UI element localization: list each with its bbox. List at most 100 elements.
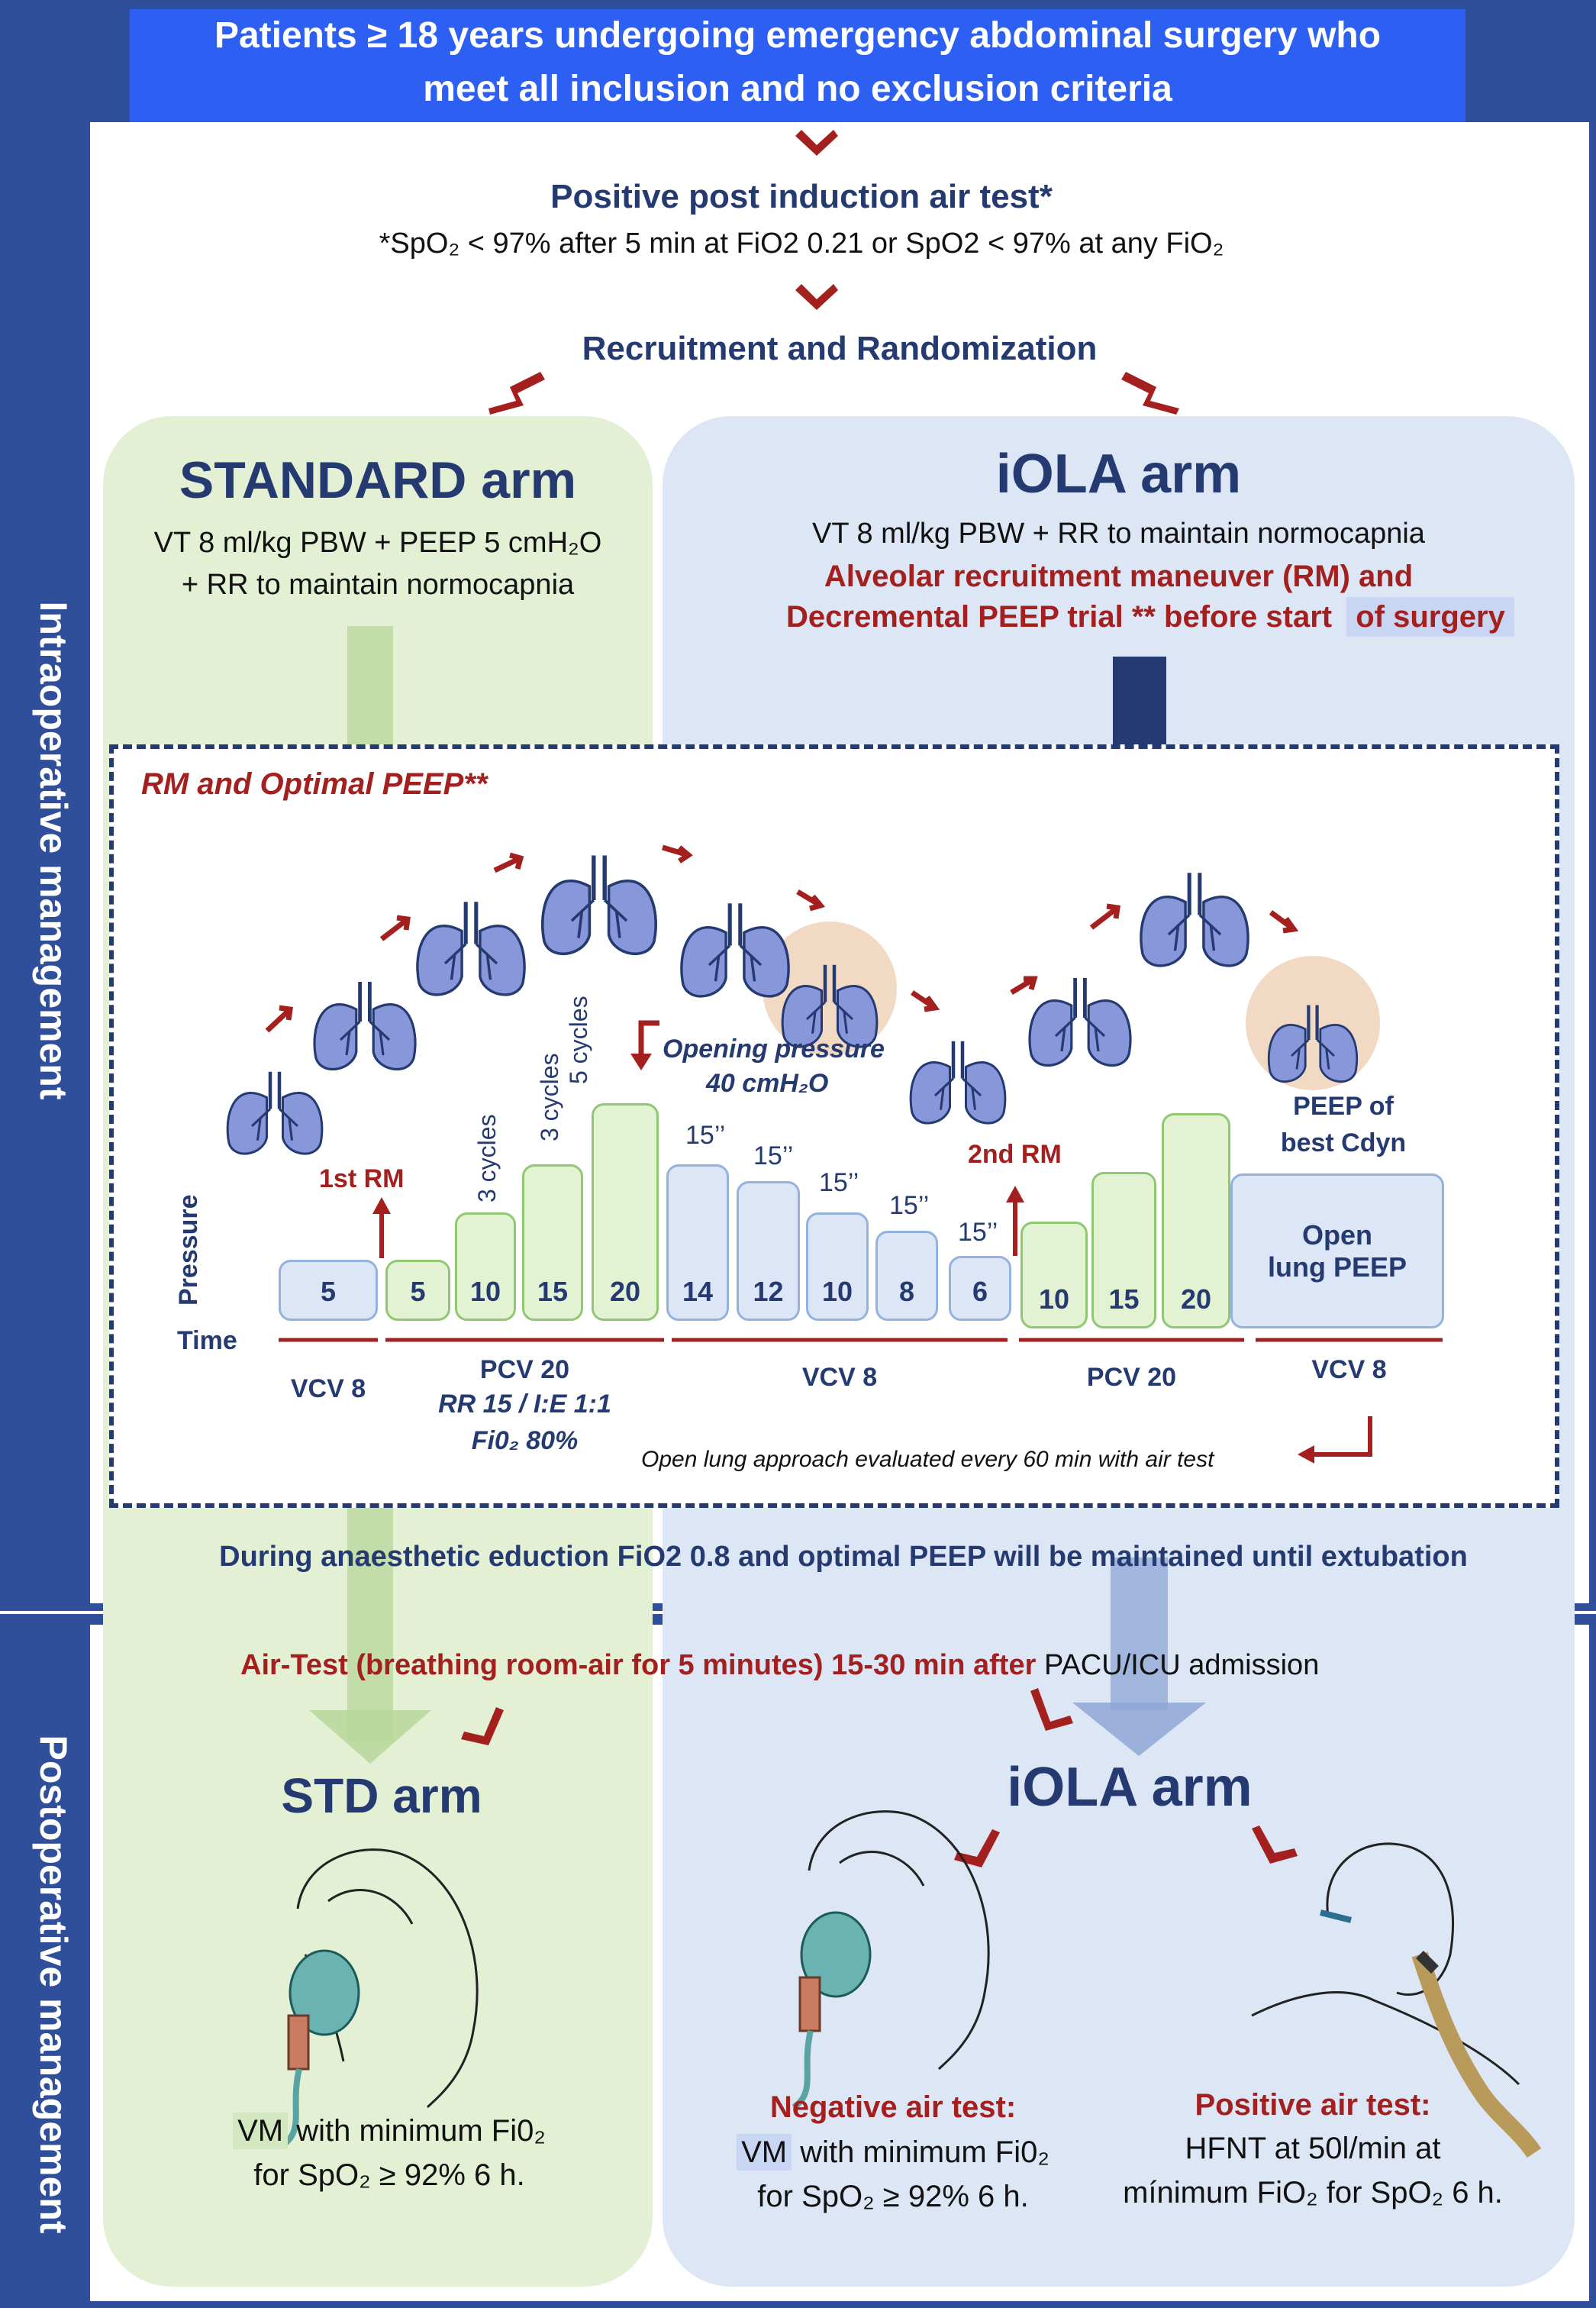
pos-text: HFNT at 50l/min at mínimum FiO₂ for SpO₂… [1084, 2126, 1542, 2215]
iola-arm-line3b: of surgery [1346, 597, 1514, 637]
postop-airtest-black: PACU/ICU admission [1043, 1649, 1320, 1681]
header-box: Patients ≥ 18 years undergoing emergency… [130, 9, 1465, 122]
second-rm-head [1006, 1186, 1024, 1202]
first-rm-label: 1st RM [319, 1164, 405, 1193]
arrow-right-branch [1121, 372, 1179, 415]
pcv-note-1: RR 15 / I:E 1:1 [438, 1390, 611, 1419]
iola-arm-line1: VT 8 ml/kg PBW + RR to maintain normocap… [812, 518, 1425, 550]
lung-arrow-9 [1269, 910, 1299, 934]
first-rm-head [372, 1197, 391, 1214]
arrow-left-branch [488, 372, 545, 415]
air-test-note: *SpO₂ < 97% after 5 min at FiO2 0.21 or … [379, 228, 1224, 260]
phase-label-2: PCV 20 [479, 1355, 570, 1384]
mask-patient-neg [792, 1810, 990, 2110]
opening-pressure-arrow [638, 1020, 659, 1054]
eval-return-head [1298, 1445, 1314, 1464]
header-line-1: Patients ≥ 18 years undergoing emergency… [214, 15, 1382, 56]
rm-box-title: RM and Optimal PEEP** [141, 767, 488, 801]
std-post-title: STD arm [281, 1768, 482, 1823]
arrow-std-post [461, 1707, 504, 1745]
pressure-bar: 12 [737, 1181, 800, 1321]
pressure-bar: 20 [1162, 1113, 1230, 1328]
neg-text: VM with minimum Fi0₂ for SpO₂ ≥ 92% 6 h. [687, 2130, 1099, 2219]
eval-return-arrow [1313, 1416, 1372, 1457]
iola-arm-line3: Decremental PEEP trial ** before start o… [786, 597, 1549, 637]
phase-label-3: VCV 8 [801, 1363, 878, 1392]
pressure-bar: 20 [592, 1103, 659, 1321]
header-line-2: meet all inclusion and no exclusion crit… [423, 69, 1172, 109]
standard-arm-title: STANDARD arm [179, 451, 577, 509]
postop-airtest: Air-Test (breathing room-air for 5 minut… [240, 1649, 1319, 1682]
peep-best-line2: best Cdyn [1280, 1128, 1407, 1157]
pressure-bar: 15 [522, 1164, 583, 1321]
pos-line1: HFNT at 50l/min at [1185, 2132, 1441, 2165]
arrow-down-2 [795, 284, 838, 310]
lung-arrow-1 [265, 1005, 293, 1033]
opening-pressure-line2: 40 cmH₂O [706, 1069, 829, 1098]
arrow-down-1 [795, 130, 838, 156]
secs-label-4: 15’’ [889, 1191, 930, 1220]
iola-post-head [1072, 1703, 1206, 1756]
air-test-title: Positive post induction air test* [550, 178, 1053, 215]
phase-label-1: VCV 8 [290, 1374, 366, 1403]
std-line1: with minimum Fi0₂ [296, 2114, 546, 2148]
lung-arrow-6 [911, 990, 940, 1012]
phase-label-5: VCV 8 [1311, 1355, 1387, 1384]
lung-arrow-4 [662, 844, 693, 863]
opening-pressure-head [630, 1054, 652, 1070]
open-lung-line2: lung PEEP [1267, 1251, 1407, 1283]
pressure-bar: 5 [279, 1260, 378, 1321]
pressure-bar: 10 [1020, 1222, 1088, 1328]
secs-label-1: 15’’ [685, 1121, 726, 1150]
hfnt-patient [1251, 1842, 1542, 2158]
lung-arrow-8 [1089, 903, 1120, 930]
lung-arrow-7 [1010, 976, 1038, 996]
arrow-pos [1252, 1825, 1298, 1864]
iola-arm-line2: Alveolar recruitment maneuver (RM) and [824, 560, 1414, 593]
randomization-label: Recruitment and Randomization [582, 330, 1098, 367]
pressure-bar: 8 [875, 1231, 938, 1321]
standard-arm-line1: VT 8 ml/kg PBW + PEEP 5 cmH₂O [153, 527, 602, 559]
neg-line1: with minimum Fi0₂ [800, 2135, 1049, 2169]
iola-post-title: iOLA arm [1007, 1757, 1253, 1818]
std-vm: VM [233, 2113, 289, 2149]
secs-label-5: 15’’ [958, 1218, 998, 1247]
std-post-line1: VM with minimum Fi0₂ [176, 2109, 603, 2153]
time-axis-label: Time [177, 1326, 237, 1355]
iola-post-stem [1111, 1557, 1168, 1710]
standard-arm-line2: + RR to maintain normocapnia [181, 569, 575, 601]
phase-label-4: PCV 20 [1086, 1363, 1177, 1392]
lung-arrow-5 [796, 889, 826, 912]
rm-box [109, 744, 1559, 1508]
pos-line2: mínimum FiO₂ for SpO₂ 6 h. [1123, 2176, 1503, 2210]
eduction-note: During anaesthetic eduction FiO2 0.8 and… [219, 1541, 1468, 1573]
mask-patient-std [280, 1848, 479, 2148]
postop-airtest-red: Air-Test (breathing room-air for 5 minut… [240, 1649, 1037, 1681]
neg-vm: VM [737, 2134, 792, 2171]
pos-title: Positive air test: [1195, 2088, 1431, 2122]
std-post-text: VM with minimum Fi0₂ for SpO₂ ≥ 92% 6 h. [176, 2109, 603, 2197]
pressure-bar: 14 [666, 1164, 729, 1321]
second-rm-label: 2nd RM [968, 1140, 1062, 1169]
pcv-note-2: Fi0₂ 80% [471, 1426, 579, 1455]
arrow-iola-post [1030, 1688, 1073, 1731]
pressure-bar: 6 [949, 1256, 1011, 1321]
peep-best-line1: PEEP of [1293, 1092, 1394, 1121]
neg-title: Negative air test: [769, 2090, 1017, 2124]
neg-line1-wrap: VM with minimum Fi0₂ [687, 2130, 1099, 2174]
opening-pressure-line1: Opening pressure [663, 1035, 885, 1064]
iola-arm-line3a: Decremental PEEP trial ** before start [786, 600, 1333, 634]
lung-arrow-3 [493, 852, 524, 873]
lung-arrow-2 [379, 915, 411, 941]
peep-best-label: PEEP of best Cdyn [1252, 1088, 1435, 1161]
secs-label-2: 15’’ [753, 1141, 794, 1170]
arrow-neg [954, 1829, 1000, 1867]
eval-note: Open lung approach evaluated every 60 mi… [641, 1447, 1214, 1472]
neg-line2: for SpO₂ ≥ 92% 6 h. [757, 2180, 1029, 2213]
pressure-bar: 10 [455, 1212, 516, 1321]
iola-arm-title: iOLA arm [995, 444, 1242, 505]
pressure-bar: 15 [1091, 1172, 1156, 1328]
std-line2: for SpO₂ ≥ 92% 6 h. [253, 2158, 525, 2192]
